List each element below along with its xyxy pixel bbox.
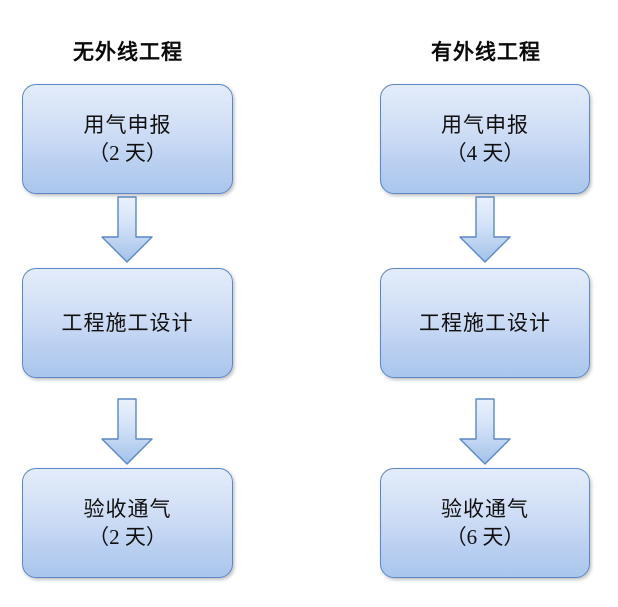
process-node-right-1[interactable]: 用气申报 （4 天）: [380, 84, 590, 194]
process-node-label: 用气申报: [83, 112, 172, 137]
down-arrow-icon: [459, 196, 511, 264]
process-node-duration: （4 天）: [445, 141, 525, 165]
process-node-left-3[interactable]: 验收通气 （2 天）: [22, 468, 233, 578]
process-node-duration: （6 天）: [445, 525, 525, 549]
process-node-label: 工程施工设计: [419, 310, 551, 335]
down-arrow-icon: [101, 196, 153, 264]
process-node-label: 验收通气: [441, 496, 529, 521]
column-title-with-external-line: 有外线工程: [431, 40, 541, 64]
down-arrow-icon: [459, 398, 511, 466]
process-node-label: 用气申报: [441, 112, 529, 137]
process-node-left-2[interactable]: 工程施工设计: [22, 268, 233, 378]
process-node-duration: （2 天）: [88, 525, 167, 549]
process-node-label: 工程施工设计: [61, 310, 194, 335]
column-title-without-external-line: 无外线工程: [73, 40, 183, 64]
down-arrow-icon: [101, 398, 153, 466]
process-node-right-3[interactable]: 验收通气 （6 天）: [380, 468, 590, 578]
process-node-right-2[interactable]: 工程施工设计: [380, 268, 590, 378]
process-node-left-1[interactable]: 用气申报 （2 天）: [22, 84, 233, 194]
process-node-label: 验收通气: [83, 496, 172, 521]
process-node-duration: （2 天）: [88, 141, 167, 165]
